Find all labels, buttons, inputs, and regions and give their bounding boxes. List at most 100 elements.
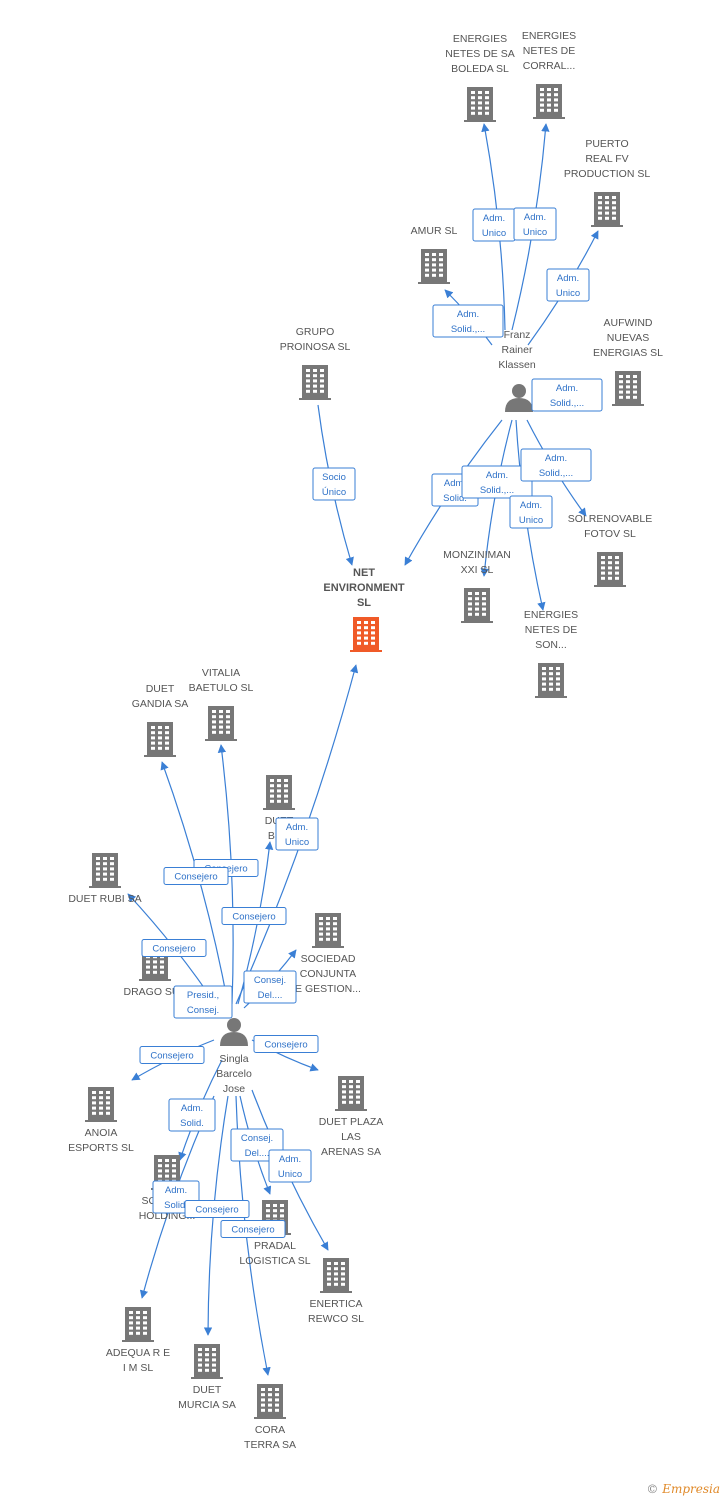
building-icon — [594, 552, 626, 587]
building-icon — [205, 706, 237, 741]
building-icon — [299, 365, 331, 400]
building-icon — [263, 775, 295, 810]
building-icon — [312, 913, 344, 948]
e-franz-monz-label[interactable]: Adm.Solid.,... — [461, 465, 533, 499]
company-node-amur[interactable]: AMUR SL — [411, 225, 458, 284]
building-icon — [320, 1258, 352, 1293]
e-franz-solren-label[interactable]: Adm.Solid.,... — [520, 448, 592, 482]
building-icon — [461, 588, 493, 623]
building-icon — [144, 722, 176, 757]
building-icon — [535, 663, 567, 698]
svg-text:Consej.Del....: Consej.Del.... — [241, 1133, 273, 1159]
svg-text:Adm.Solid.,...: Adm.Solid.,... — [539, 453, 573, 479]
svg-text:Adm.Unico: Adm.Unico — [278, 1154, 302, 1180]
center-building-icon — [350, 617, 382, 652]
e-singla-societat-label[interactable]: Adm.Solid. — [168, 1098, 216, 1132]
e-franz-ens-label[interactable]: Adm.Unico — [509, 495, 553, 529]
svg-text:Presid.,Consej.: Presid.,Consej. — [187, 990, 219, 1016]
svg-text:Consejero: Consejero — [195, 1205, 238, 1216]
svg-text:Consejero: Consejero — [232, 912, 275, 923]
svg-text:Consejero: Consejero — [231, 1225, 274, 1236]
e-singla-plaza-label[interactable]: Consejero — [253, 1035, 319, 1053]
e-singla-anoia-label[interactable]: Consejero — [139, 1046, 205, 1064]
e-singla-net-label[interactable]: Adm.Unico — [275, 817, 319, 851]
e-singla-enertica-label[interactable]: Adm.Unico — [268, 1149, 312, 1183]
svg-text:Adm.Solid.,...: Adm.Solid.,... — [480, 470, 514, 496]
e-franz-aufwind-label[interactable]: Adm.Solid.,... — [531, 378, 603, 412]
e-franz-esb-label[interactable]: Adm.Unico — [472, 208, 516, 242]
svg-text:Consejero: Consejero — [152, 944, 195, 955]
e-singla-duetbdn-label[interactable]: Consejero — [221, 907, 287, 925]
e-franz-amur-label[interactable]: Adm.Solid.,... — [432, 304, 504, 338]
building-icon — [122, 1307, 154, 1342]
building-icon — [335, 1076, 367, 1111]
building-icon — [533, 84, 565, 119]
svg-text:Adm.Unico: Adm.Unico — [285, 822, 309, 848]
svg-text:Consejero: Consejero — [150, 1051, 193, 1062]
person-icon — [505, 384, 533, 412]
company-label-amur: AMUR SL — [411, 225, 458, 237]
svg-text:Adm.Unico: Adm.Unico — [519, 500, 543, 526]
svg-text:Consejero: Consejero — [174, 872, 217, 883]
building-icon — [591, 192, 623, 227]
svg-text:Consejero: Consejero — [264, 1040, 307, 1051]
company-node-rubi[interactable]: DUET RUBI SA — [68, 853, 142, 905]
e-singla-gandia-label[interactable]: Consejero — [163, 867, 229, 885]
e-singla-murcia-label[interactable]: Consejero — [184, 1200, 250, 1218]
building-icon — [464, 87, 496, 122]
e-franz-puerto-label[interactable]: Adm.Unico — [546, 268, 590, 302]
building-icon — [191, 1344, 223, 1379]
watermark: © Empresia — [646, 1482, 720, 1496]
e-singla-drago-label[interactable]: Presid.,Consej. — [173, 985, 233, 1019]
e-franz-enc-label[interactable]: Adm.Unico — [513, 207, 557, 241]
brand-name: Empresia — [662, 1482, 720, 1496]
building-icon — [89, 853, 121, 888]
e-singla-rubi-label[interactable]: Consejero — [141, 939, 207, 957]
e-singla-sociedad-label[interactable]: Consej.Del.... — [243, 970, 297, 1004]
building-icon — [254, 1384, 286, 1419]
company-label-rubi: DUET RUBI SA — [68, 893, 141, 905]
building-icon — [85, 1087, 117, 1122]
svg-text:Adm.Solid.,...: Adm.Solid.,... — [451, 309, 485, 335]
e-singla-cora-label[interactable]: Consejero — [220, 1220, 286, 1238]
person-icon — [220, 1018, 248, 1046]
